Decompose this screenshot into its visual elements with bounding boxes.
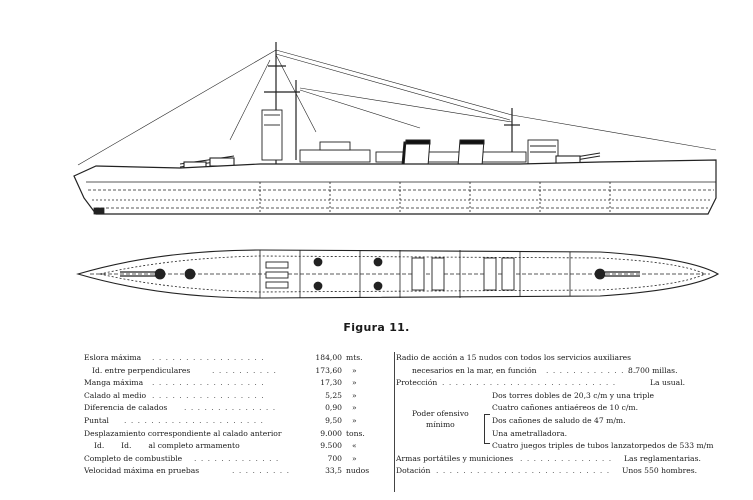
spec-value: Unos 550 hombres. [622,466,698,476]
spec-label: Desplazamiento correspondiente al calado… [84,428,282,438]
spec-label: Eslora máxima [84,353,142,362]
spec-unit: » [352,390,357,400]
poder-item: Dos cañones de saludo de 47 m/m. [492,415,626,425]
superstructure [261,109,559,165]
spec-row-eslora: Eslora máxima . . . . . . . . . . . . . … [84,352,384,365]
profile-turrets [179,152,601,171]
spec-value: 184,00 [315,353,342,362]
spec-row-dotacion: Dotación . . . . . . . . . . . . . . . .… [396,465,697,478]
spec-label: Id. Id. al completo armamento [94,441,240,451]
column-divider [394,352,395,492]
spec-row-armas: Armas portátiles y municiones . . . . . … [396,453,701,466]
spec-label: Armas portátiles y municiones [396,453,514,463]
poder-label-1: Poder ofensivo [412,408,469,418]
spec-value: 9.000 [320,428,342,438]
spec-value: 5,25 [325,390,342,400]
spec-row-desplazamiento: Desplazamiento correspondiente al calado… [84,428,384,441]
spec-label: Velocidad máxima en pruebas [84,466,200,476]
ship-plan-view [76,249,720,299]
spec-row-armamento: Id. Id. al completo armamento 9.500 « [84,440,384,453]
spec-unit: » [352,453,357,463]
spec-label: necesarios en la mar, en función [412,365,537,375]
spec-row-manga: Manga máxima . . . . . . . . . . . . . .… [84,377,384,390]
poder-item: Dos torres dobles de 20,3 c/m y una trip… [492,390,655,400]
spec-row-velocidad: Velocidad máxima en pruebas . . . . . . … [84,465,384,478]
spec-label: Completo de combustible [84,453,183,463]
plan-frames [259,250,571,298]
spec-value: Las reglamentarias. [624,453,701,463]
spec-value: 9,50 [325,415,342,425]
spec-unit: mts. [346,353,363,362]
spec-row-calado: Calado al medio . . . . . . . . . . . . … [84,390,384,403]
spec-row-puntal: Puntal . . . . . . . . . . . . . . . . .… [84,415,384,428]
spec-unit: « [352,441,357,451]
spec-label: Radio de acción a 15 nudos con todos los… [396,353,631,362]
spec-unit: nudos [346,466,370,476]
ship-profile-view [73,42,717,215]
spec-label: Puntal [84,415,109,425]
rigging-lines [77,49,717,166]
spec-value: 0,90 [325,403,342,413]
spec-value: 33,5 [325,466,342,476]
spec-unit: » [352,378,357,388]
figure-caption: Figura 11. [343,321,410,334]
poder-label-2: mínimo [426,419,455,429]
spec-row-perpendiculares: Id. entre perpendiculares . . . . . . . … [84,365,384,378]
spec-unit: » [352,365,357,375]
spec-value: 17,30 [320,378,342,388]
poder-item: Cuatro cañones antiaéreos de 10 c/m. [492,403,639,413]
spec-row-diferencia: Diferencia de calados . . . . . . . . . … [84,402,384,415]
poder-item: Una ametralladora. [492,428,568,438]
spec-value: 700 [327,453,343,463]
plan-gun-barrels [120,271,640,277]
plan-boats [265,257,515,291]
spec-value: La usual. [650,378,686,388]
poder-bracket [484,414,490,444]
hull-profile [73,159,717,215]
ship-plan-drawing [73,42,720,299]
plan-turrets [154,257,606,291]
spec-unit: » [352,403,357,413]
spec-value: 9.500 [320,441,342,451]
specs-left-column: Eslora máxima . . . . . . . . . . . . . … [84,352,384,478]
spec-label: Calado al medio [84,390,147,400]
spec-label: Manga máxima [84,378,144,388]
spec-unit: tons. [346,428,365,438]
poder-ofensivo-block: Poder ofensivo mínimo Dos torres dobles … [396,390,713,453]
specs-right-column: Radio de acción a 15 nudos con todos los… [396,352,713,478]
funnels [401,139,485,167]
spec-label: Diferencia de calados [84,403,168,413]
spec-value: 173,60 [315,365,342,375]
spec-row-radio-1: Radio de acción a 15 nudos con todos los… [396,352,696,365]
spec-row-radio-2: necesarios en la mar, en función . . . .… [396,365,696,378]
spec-unit: » [352,415,357,425]
spec-value: 8.700 millas. [628,365,678,375]
spec-label: Dotación [396,466,431,476]
spec-label: Protección [396,378,438,388]
poder-item: Cuatro juegos triples de tubos lanzatorp… [492,441,714,451]
spec-row-proteccion: Protección . . . . . . . . . . . . . . .… [396,377,696,390]
spec-label: Id. entre perpendiculares [92,365,191,375]
spec-row-combustible: Completo de combustible . . . . . . . . … [84,453,384,466]
